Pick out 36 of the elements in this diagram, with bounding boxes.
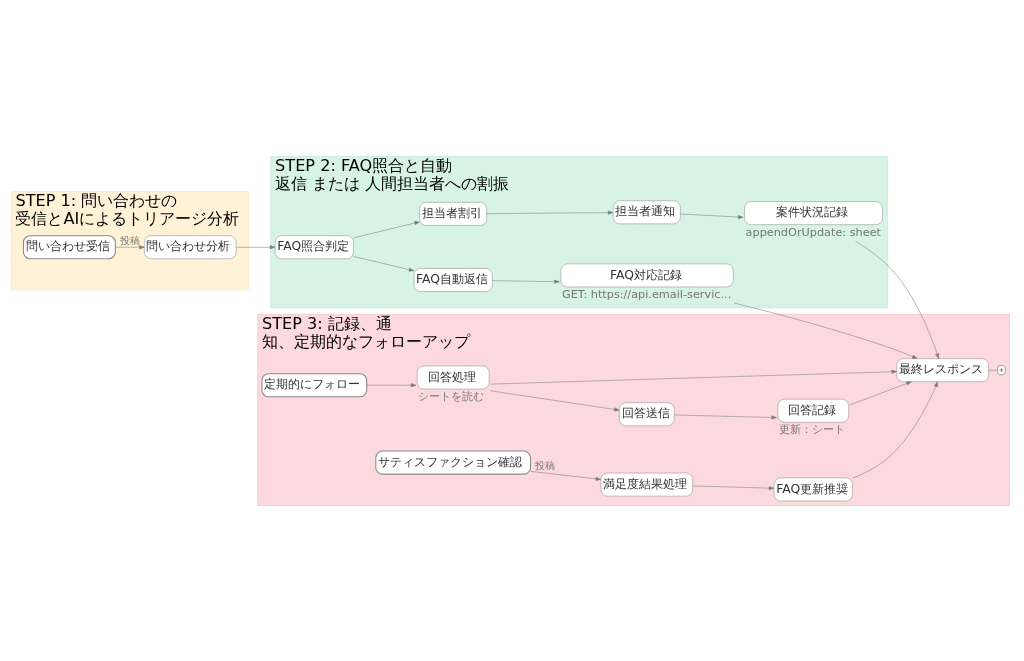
node-box: 問い合わせ分析 (143, 234, 236, 259)
arrow (529, 470, 601, 481)
arrow (352, 220, 420, 238)
arrow (733, 302, 917, 359)
edge-label: 投稿 (534, 459, 555, 471)
arrow (673, 414, 777, 419)
node-box: 問い合わせ受信 (22, 234, 116, 259)
arrow (851, 381, 938, 478)
node-label: appendOrUpdate: sheet (745, 225, 881, 239)
node-box: 最終レスポンス (896, 357, 989, 382)
arrow (489, 369, 897, 384)
arrow (679, 213, 743, 219)
node-box: FAQ更新推奨 (773, 477, 853, 501)
arrow (854, 240, 939, 359)
node-box: 回答送信 (618, 401, 674, 426)
arrow (486, 210, 613, 215)
node-box: サティスファクション確認 (374, 450, 531, 475)
node-label: シートを読む (417, 389, 484, 403)
node-box: 担当者割引 (418, 201, 487, 226)
arrow (491, 279, 560, 284)
arrow (489, 390, 620, 411)
arrow (366, 382, 416, 387)
node-box: 担当者通知 (612, 200, 681, 224)
arrow (849, 381, 912, 405)
node-box: 定期的にフォロー (260, 372, 367, 397)
node-label: GET: https://api.email-servic... (561, 287, 731, 301)
arrow (691, 485, 774, 490)
node-label: 更新：シート (778, 422, 845, 436)
arrow (352, 255, 414, 272)
node-box: FAQ照合判定 (274, 234, 354, 259)
node-box: FAQ自動返信 (413, 267, 493, 292)
edge-label: 投稿 (119, 234, 140, 246)
connector (987, 369, 998, 370)
arrow (235, 244, 275, 249)
arrow (114, 244, 145, 249)
node-box: 満足度結果処理 (600, 472, 693, 496)
